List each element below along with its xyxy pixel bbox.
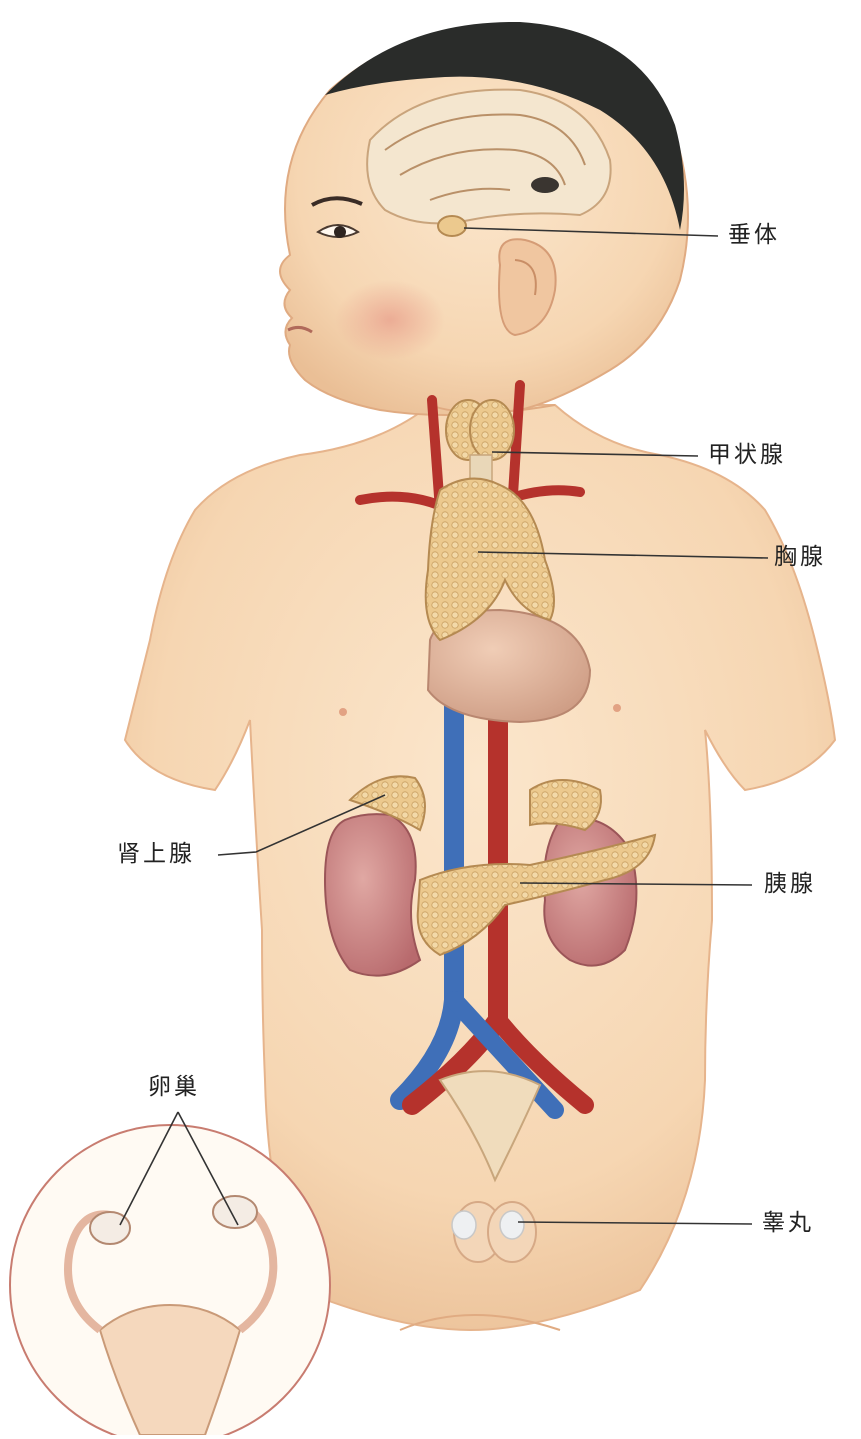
ovary-label: 卵巢 [148, 1076, 200, 1099]
thyroid-label: 甲状腺 [708, 444, 786, 467]
testes [452, 1202, 536, 1262]
pituitary-gland [438, 216, 466, 236]
pancreas-label: 胰腺 [764, 873, 816, 896]
right-ovary [213, 1196, 257, 1228]
head [280, 22, 688, 415]
ovary-inset [10, 1125, 330, 1435]
testis-label: 睾丸 [762, 1212, 814, 1235]
thymus-label: 胸腺 [774, 546, 826, 569]
adrenal-label: 肾上腺 [117, 843, 195, 866]
pituitary-label: 垂体 [728, 224, 780, 247]
